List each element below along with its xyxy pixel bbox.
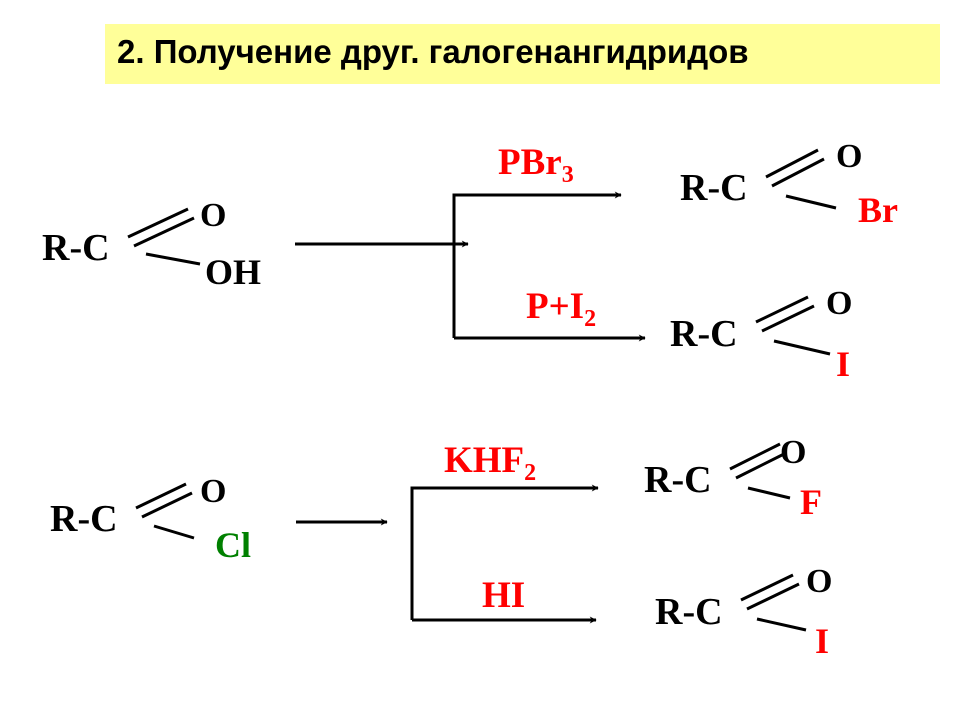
double-bond-line-2 — [133, 216, 195, 248]
oxygen-label: O — [780, 434, 806, 471]
double-bond-line-1 — [127, 207, 189, 239]
reactant-carboxylic-acid: R-C O OH — [42, 197, 261, 292]
single-bond-line — [773, 339, 831, 356]
product-fragment: R-C — [670, 313, 738, 355]
reagent-khf2: KHF2 — [444, 440, 536, 486]
reactant-acyl-chloride: R-C O Cl — [50, 473, 251, 565]
double-bond-line-1 — [765, 148, 819, 179]
branch-arrow-top-1 — [452, 191, 622, 338]
product-acyl-bromide: R-C O Br — [680, 138, 898, 230]
title-banner: 2. Получение друг. галогенангидридов — [105, 24, 940, 84]
reactant-fragment: R-C — [42, 227, 110, 269]
product-fragment: R-C — [680, 167, 748, 209]
oxygen-label: O — [806, 563, 832, 600]
oxygen-label: O — [826, 285, 852, 322]
double-bond-line-1 — [740, 573, 794, 602]
double-bond-line-1 — [729, 442, 781, 471]
product-fragment: R-C — [655, 591, 723, 633]
product-acyl-iodide-2: R-C O I — [655, 563, 832, 661]
oxygen-label: O — [836, 138, 862, 175]
single-bond-line — [785, 194, 837, 210]
page-title: 2. Получение друг. галогенангидридов — [117, 33, 749, 70]
single-bond-line — [145, 252, 201, 266]
double-bond-line-1 — [135, 482, 187, 510]
bromine-label: Br — [858, 190, 898, 230]
chlorine-label: Cl — [215, 525, 251, 565]
double-bond-line-2 — [771, 157, 825, 188]
double-bond-line-2 — [735, 451, 787, 480]
iodine-label: I — [836, 344, 850, 384]
product-fragment: R-C — [644, 459, 712, 501]
reactant-fragment: R-C — [50, 498, 118, 540]
double-bond-line-2 — [746, 582, 800, 611]
branch-arrow-top-2 — [410, 484, 599, 620]
single-bond-line — [756, 617, 807, 632]
product-acyl-fluoride: R-C O F — [644, 434, 822, 522]
double-bond-line-2 — [141, 491, 193, 519]
reagent-p-i2: P+I2 — [526, 286, 596, 332]
hydroxyl-label: OH — [205, 252, 261, 292]
fluorine-label: F — [800, 482, 822, 522]
double-bond-line-2 — [761, 304, 815, 333]
reagent-pbr3: PBr3 — [498, 142, 574, 188]
reagent-hi: HI — [482, 575, 525, 616]
single-bond-line — [747, 486, 791, 500]
iodine-label: I — [815, 621, 829, 661]
oxygen-label: O — [200, 197, 226, 234]
single-bond-line — [153, 524, 195, 540]
product-acyl-iodide-1: R-C O I — [670, 285, 852, 384]
double-bond-line-1 — [755, 295, 809, 324]
oxygen-label: O — [200, 473, 226, 510]
